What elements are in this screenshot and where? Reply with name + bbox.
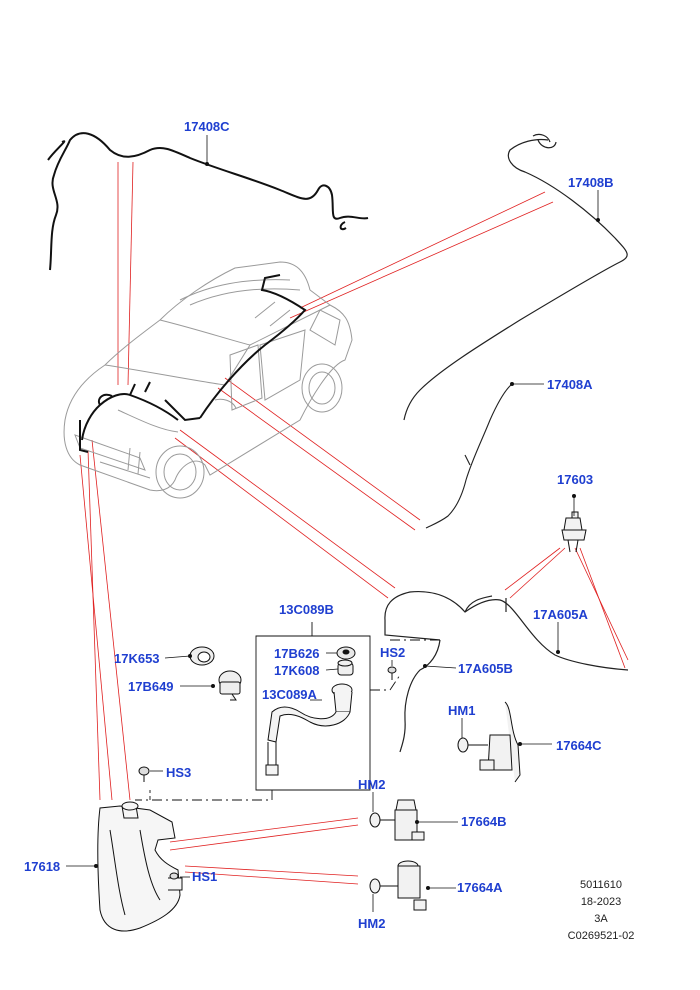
part-17664C (457, 701, 521, 783)
label-17603: 17603 (557, 472, 594, 487)
label-HS3: HS3 (166, 765, 192, 780)
label-13C089B: 13C089B (279, 602, 334, 617)
label-17664A: 17664A (457, 880, 503, 895)
label-17A605B: 17A605B (458, 661, 513, 676)
harness-17408C (47, 132, 369, 271)
vehicle-outline (63, 261, 353, 499)
part-17B626 (336, 646, 356, 660)
harness-17408B (403, 133, 628, 421)
label-17408B: 17408B (568, 175, 614, 190)
label-HM2-top: HM2 (358, 777, 386, 792)
label-17664B: 17664B (461, 814, 507, 829)
label-17K608: 17K608 (274, 663, 320, 678)
harness-17408A (425, 383, 513, 529)
part-17K608 (337, 659, 354, 676)
label-HS1: HS1 (192, 869, 218, 884)
label-17B649: 17B649 (128, 679, 174, 694)
part-17B649 (218, 670, 242, 701)
document-meta: 5011610 18-2023 3A C0269521-02 (556, 880, 646, 948)
meta-revision: 3A (594, 913, 608, 925)
label-17664C: 17664C (556, 738, 602, 753)
meta-doc-number: 5011610 (579, 879, 622, 891)
part-17618-reservoir (97, 801, 183, 932)
meta-illustration-id: C0269521-02 (567, 930, 635, 942)
red-leader-lines (79, 161, 629, 885)
part-17K653 (189, 646, 215, 666)
part-HS1 (169, 872, 179, 880)
label-leaders (66, 135, 599, 912)
label-17408C: 17408C (184, 119, 230, 134)
leader-dots (94, 162, 600, 890)
assembly-13C089B-box (135, 622, 440, 801)
label-17K653: 17K653 (114, 651, 160, 666)
hose-17A605 (384, 590, 629, 753)
vehicle-harness (79, 274, 307, 453)
part-17664B (369, 799, 425, 841)
label-13C089A: 13C089A (262, 687, 317, 702)
part-13C089A (265, 683, 353, 776)
part-HS3 (138, 766, 150, 782)
label-17408A: 17408A (547, 377, 593, 392)
part-17664A (369, 860, 427, 911)
label-HM2-bottom: HM2 (358, 916, 386, 931)
part-HS2 (387, 666, 397, 680)
label-17618: 17618 (24, 859, 61, 874)
label-HM1: HM1 (448, 703, 476, 718)
label-HS2: HS2 (380, 645, 406, 660)
label-17A605A: 17A605A (533, 607, 588, 622)
meta-date-code: 18-2023 (580, 896, 622, 908)
label-17B626: 17B626 (274, 646, 320, 661)
part-17603 (561, 511, 587, 553)
